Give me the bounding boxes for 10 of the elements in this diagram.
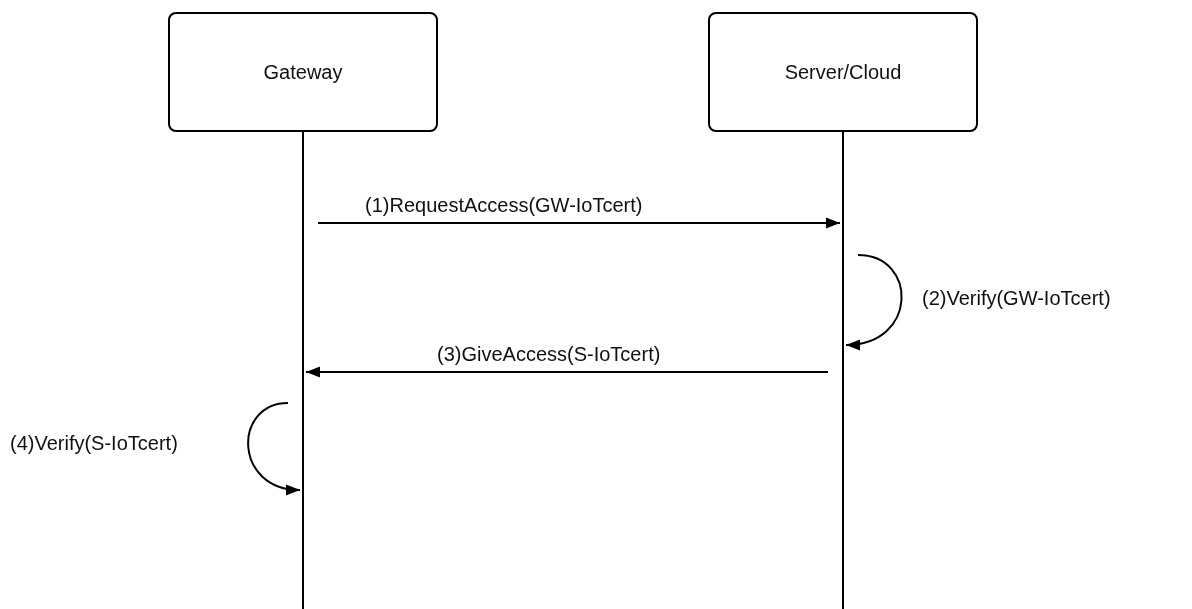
message-label: (1)RequestAccess(GW-IoTcert) [365, 193, 643, 217]
message-label: (3)GiveAccess(S-IoTcert) [437, 342, 661, 366]
message-arrow [845, 254, 903, 350]
message-arrow [317, 217, 841, 229]
message-label: (4)Verify(S-IoTcert) [10, 431, 178, 455]
message-label: (2)Verify(GW-IoTcert) [922, 286, 1111, 310]
message-arrow [305, 366, 829, 378]
message-arrow [247, 402, 301, 494]
participant-box: Gateway [168, 12, 438, 132]
participant-box: Server/Cloud [708, 12, 978, 132]
